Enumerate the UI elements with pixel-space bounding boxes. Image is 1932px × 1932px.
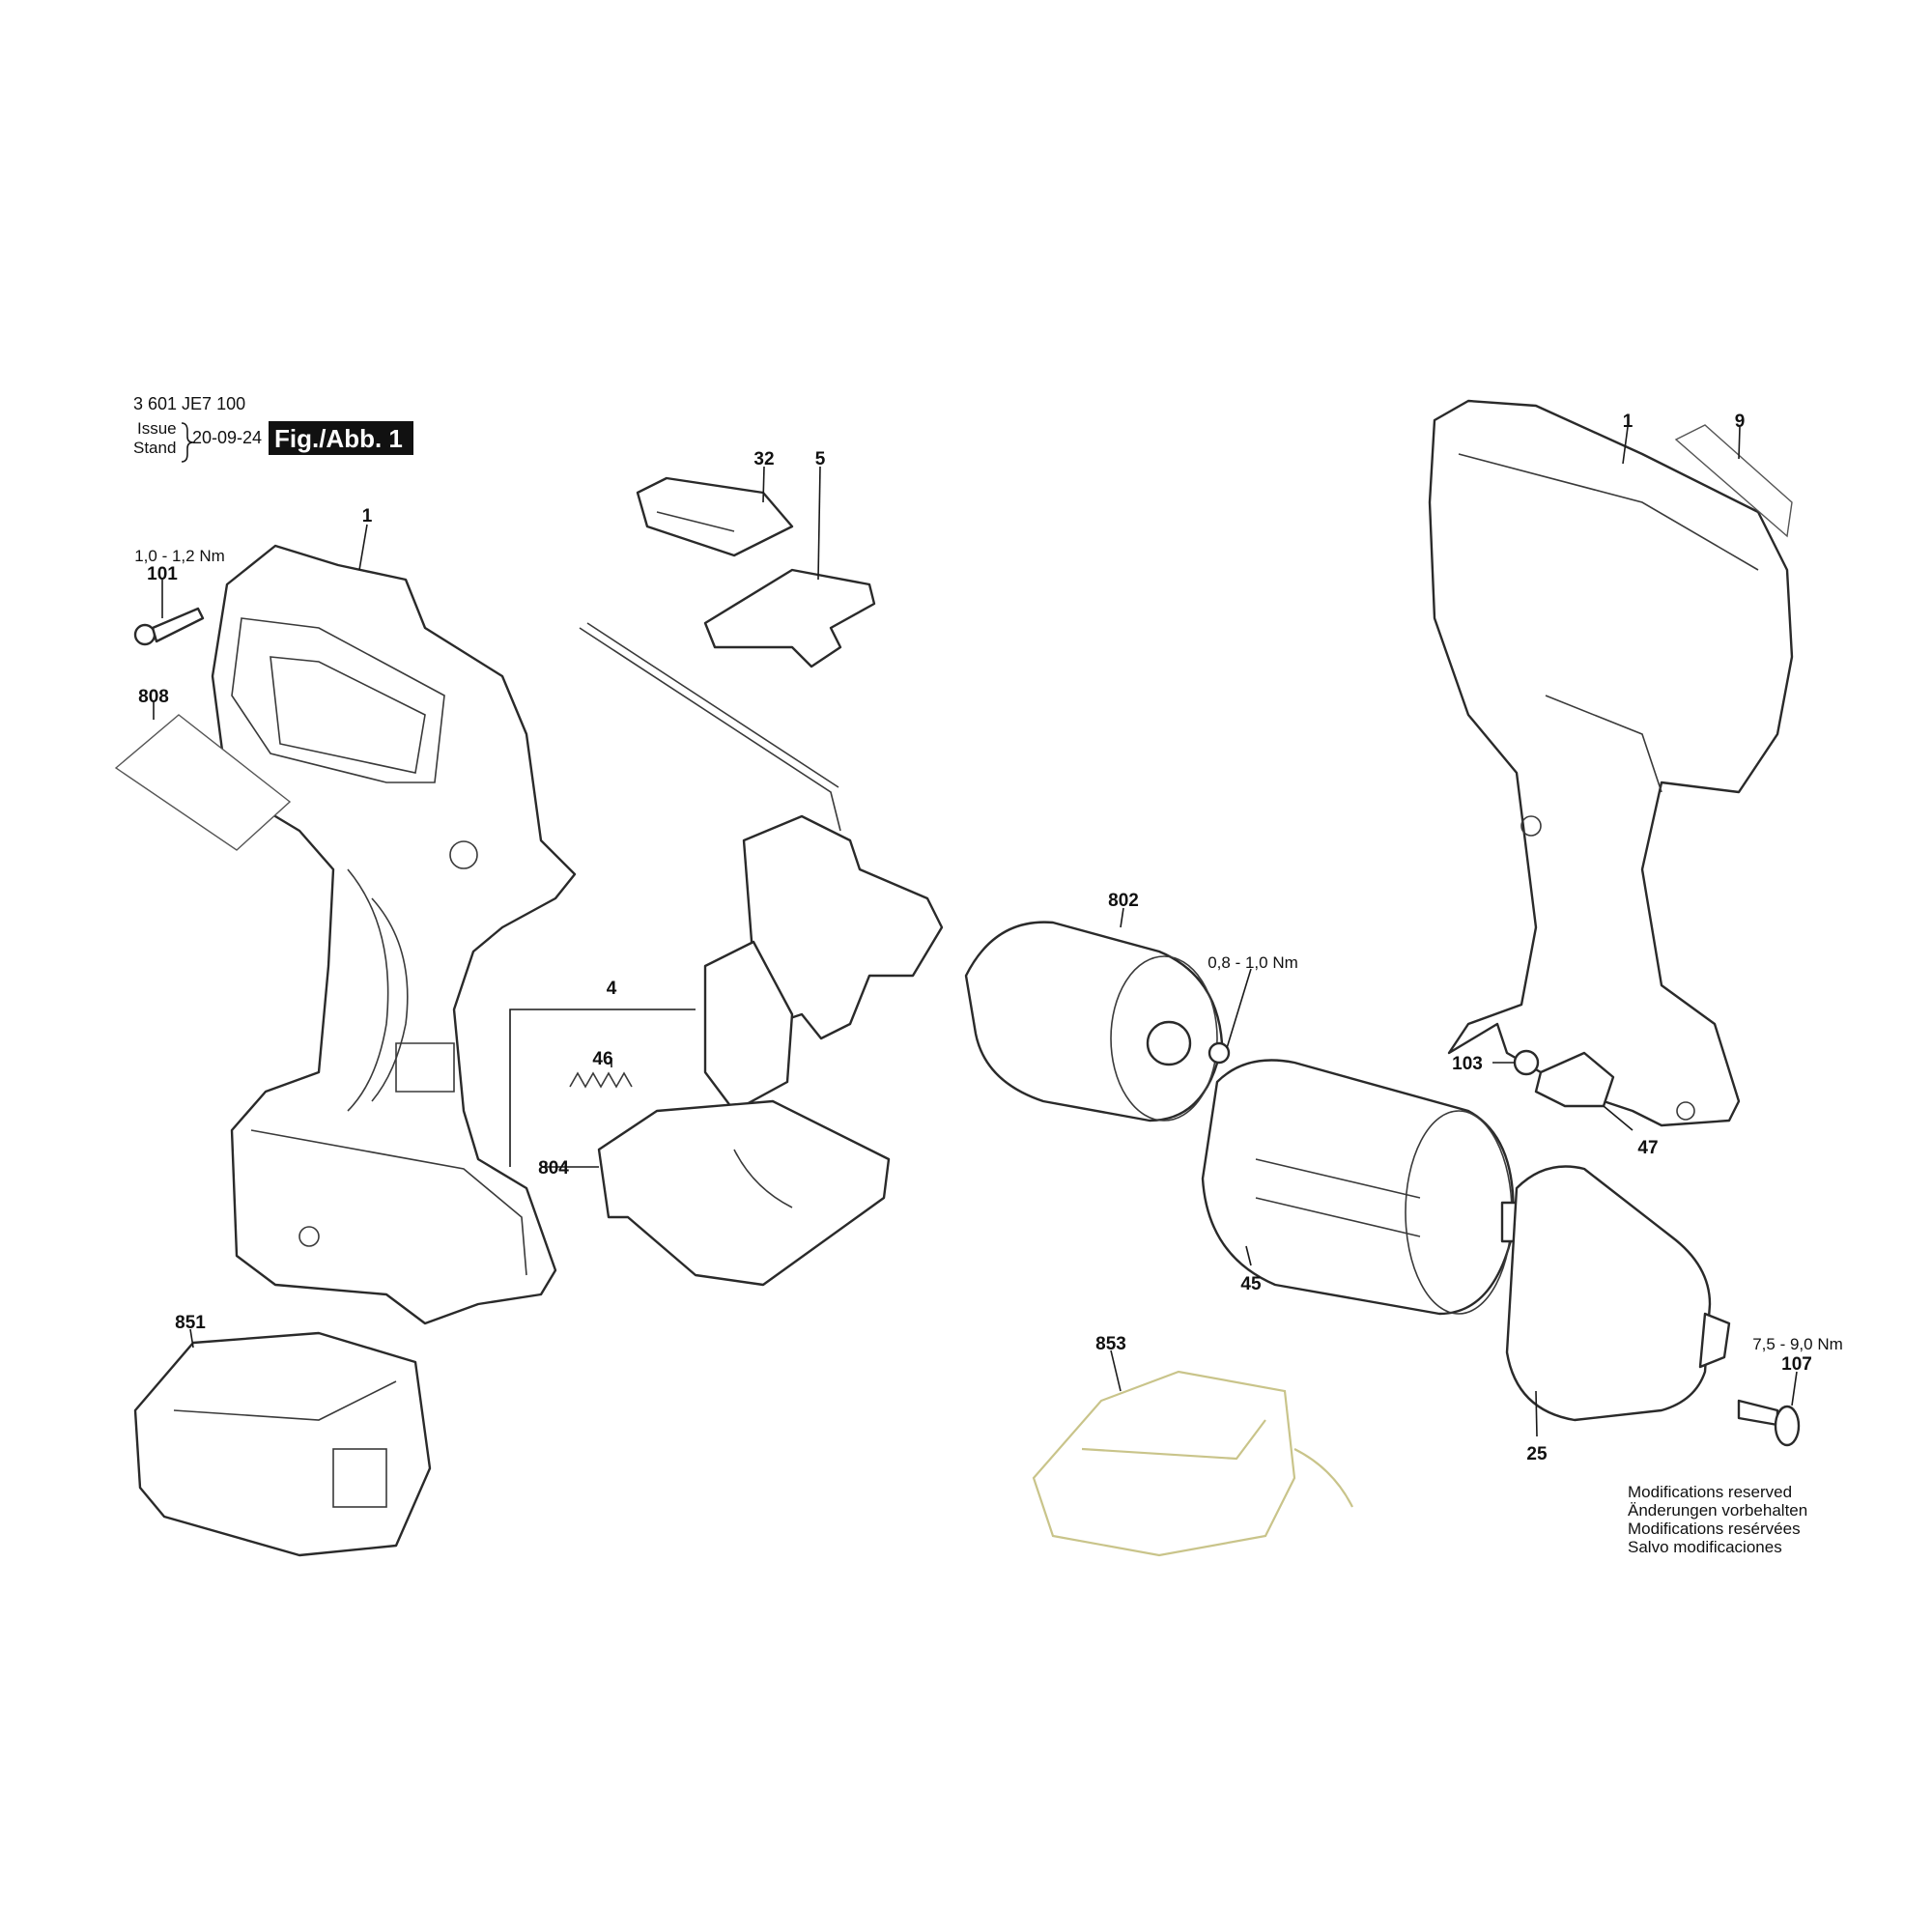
- part-label-5: 5: [815, 449, 826, 469]
- part-label-853: 853: [1095, 1334, 1126, 1354]
- figure-label: Fig./Abb. 1: [274, 424, 403, 453]
- part-label-45: 45: [1240, 1274, 1262, 1294]
- screw-101-part: [133, 607, 205, 646]
- part-label-101: 101: [147, 564, 178, 584]
- stand-label: Stand: [133, 439, 176, 457]
- part-label-802: 802: [1108, 891, 1139, 911]
- housing-left-part: [211, 544, 577, 1325]
- chuck-25-part: [1505, 1165, 1731, 1422]
- screw-107-part: [1737, 1399, 1801, 1447]
- figure-badge: [269, 421, 413, 455]
- brace: [181, 422, 194, 463]
- torque-label-802: 0,8 - 1,0 Nm: [1208, 953, 1298, 972]
- group-bracket: [509, 1009, 696, 1167]
- part-label-103: 103: [1452, 1054, 1483, 1074]
- part-label-1-right: 1: [1623, 412, 1634, 432]
- part-label-107: 107: [1781, 1354, 1812, 1375]
- spring-46-part: [569, 1071, 633, 1089]
- battery-851-part: [133, 1331, 432, 1557]
- note-line: Modifications resérvées: [1628, 1520, 1801, 1538]
- torque-label-101: 1,0 - 1,2 Nm: [134, 547, 225, 565]
- part-label-32: 32: [753, 449, 774, 469]
- switch-cap-5-part: [703, 568, 876, 668]
- part-number: 3 601 JE7 100: [133, 394, 245, 413]
- housing-right-part: [1428, 399, 1794, 1127]
- torque-label-107: 7,5 - 9,0 Nm: [1752, 1335, 1843, 1353]
- part-labels: 1 1,0 - 1,2 Nm 101 808 32 5 4 46 804 802…: [134, 412, 1843, 1464]
- charger-853-part: [1032, 1370, 1353, 1557]
- motor-802-part: [964, 921, 1231, 1122]
- note-line: Änderungen vorbehalten: [1628, 1501, 1807, 1520]
- part-label-804: 804: [538, 1158, 569, 1179]
- part-label-9: 9: [1735, 412, 1746, 432]
- part-label-46: 46: [592, 1049, 612, 1069]
- part-label-1-left: 1: [362, 506, 373, 526]
- part-label-47: 47: [1637, 1138, 1658, 1158]
- nameplate-9-part: [1674, 424, 1793, 538]
- part-label-808: 808: [138, 687, 169, 707]
- switch-assembly-part: [579, 622, 944, 1113]
- issue-date: 20-09-24: [192, 428, 262, 447]
- part-label-851: 851: [175, 1313, 206, 1333]
- label-808-part: [114, 714, 292, 851]
- header-block: 3 601 JE7 100 Issue Stand 20-09-24 Fig./…: [133, 394, 413, 463]
- issue-label: Issue: [137, 419, 177, 438]
- leader-lines: [153, 426, 1798, 1437]
- part-label-4: 4: [607, 979, 617, 999]
- part-label-25: 25: [1526, 1444, 1548, 1464]
- nut-103-part: [1513, 1049, 1540, 1076]
- note-line: Salvo modificaciones: [1628, 1538, 1782, 1556]
- modifications-note: Modifications reserved Änderungen vorbeh…: [1628, 1483, 1807, 1556]
- electronics-804-part: [597, 1099, 891, 1287]
- note-line: Modifications reserved: [1628, 1483, 1792, 1501]
- switch-cap-32-part: [636, 476, 794, 557]
